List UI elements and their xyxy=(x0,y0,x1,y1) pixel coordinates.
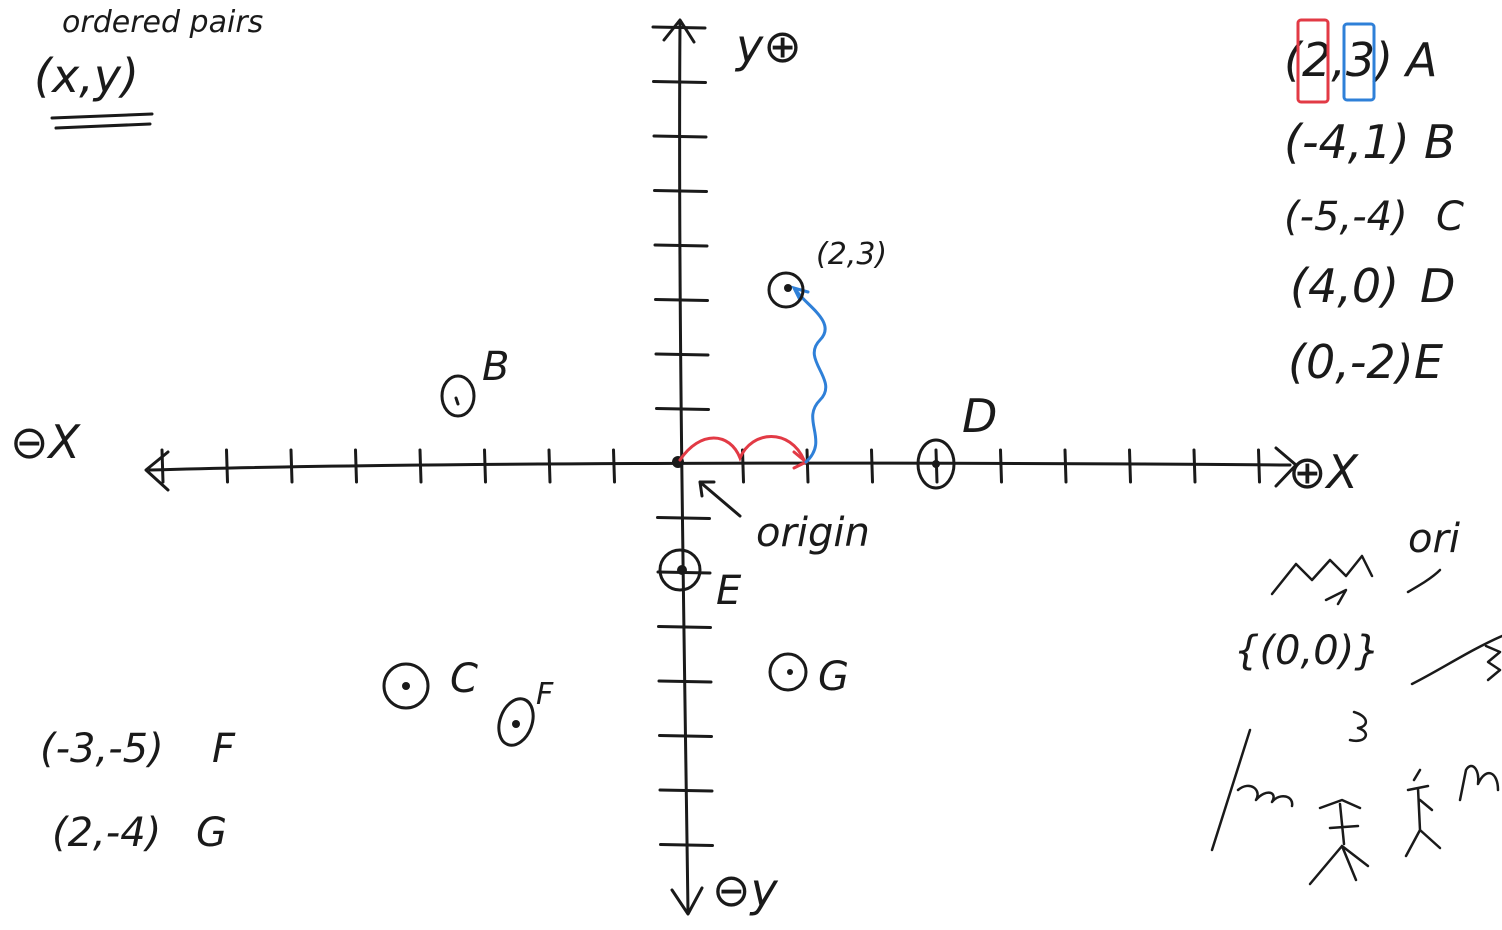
y-tick xyxy=(657,679,713,684)
x-tick xyxy=(160,448,165,484)
y-axis-ticks xyxy=(651,25,714,847)
x-tick xyxy=(612,448,616,484)
y-axis xyxy=(651,18,714,916)
x-tick xyxy=(354,448,358,484)
x-axis xyxy=(144,446,1298,492)
x-tick xyxy=(870,448,874,484)
point-g-label: G xyxy=(818,654,849,700)
m-scribble xyxy=(1458,764,1500,802)
ori-note: ori xyxy=(1408,516,1460,562)
point-b-label: B xyxy=(482,344,509,390)
point-g xyxy=(768,652,808,692)
point-c-label: C xyxy=(450,656,478,702)
pair-f-coords: (-3,-5) xyxy=(40,726,164,772)
pair-d-name: D xyxy=(1420,259,1455,313)
y-tick xyxy=(653,243,709,248)
point-a-label: (2,3) xyxy=(816,237,887,272)
positive-x-label: ⊕X xyxy=(1288,445,1360,499)
x-tick xyxy=(1192,448,1197,484)
positive-y-label: y⊕ xyxy=(734,19,802,73)
lm-scribble xyxy=(1210,728,1294,852)
point-a xyxy=(767,271,805,309)
pair-e-name: E xyxy=(1414,335,1443,389)
xy-heading: (x,y) xyxy=(34,49,139,103)
pair-c-coords: (-5,-4) xyxy=(1284,194,1408,240)
y-tick xyxy=(652,80,707,84)
small-scribble xyxy=(1324,588,1348,606)
point-b xyxy=(440,374,476,418)
x-tick xyxy=(225,448,229,484)
edge-scribble xyxy=(1484,644,1502,682)
pair-e-coords: (0,-2) xyxy=(1288,335,1414,389)
heading-underline xyxy=(50,112,154,130)
origin-label: origin xyxy=(756,510,870,556)
pair-a-coords: (2,3) xyxy=(1284,33,1393,87)
pair-b-coords: (-4,1) xyxy=(1284,115,1410,169)
figure-left-scribble xyxy=(1308,798,1370,886)
y-tick xyxy=(658,788,714,793)
y-axis-bottom-arrow xyxy=(670,886,704,916)
x-tick xyxy=(805,448,810,484)
origin-set-note: {(0,0)} xyxy=(1234,628,1380,674)
x-tick xyxy=(483,448,487,484)
negative-y-label: ⊖y xyxy=(712,863,779,917)
three-scribble xyxy=(1348,710,1368,743)
point-f xyxy=(497,697,535,747)
side-scribbles: ori {(0,0)} xyxy=(1210,516,1502,886)
pair-a-name: A xyxy=(1403,33,1437,87)
x-tick xyxy=(1128,448,1132,484)
y-tick xyxy=(656,516,711,520)
x-highlight-box xyxy=(1296,18,1330,104)
origin-pointer-arrow xyxy=(698,480,742,518)
x-tick xyxy=(289,448,294,484)
x-tick xyxy=(1063,448,1068,484)
y-tick xyxy=(657,625,712,629)
y-move-arrow xyxy=(794,288,828,464)
x-tick xyxy=(1257,448,1261,484)
y-highlight-box xyxy=(1342,22,1376,102)
point-f-label: F xyxy=(536,677,554,712)
pair-f-name: F xyxy=(212,726,236,772)
x-tick xyxy=(999,448,1003,484)
y-tick xyxy=(654,352,710,357)
pair-b-name: B xyxy=(1424,115,1456,169)
y-tick xyxy=(658,734,713,738)
point-d-label: D xyxy=(962,389,997,443)
x-axis-right-arrow xyxy=(1274,446,1298,488)
y-tick xyxy=(654,298,709,302)
pointer-line xyxy=(1410,634,1502,686)
point-c xyxy=(382,662,430,710)
point-e xyxy=(658,548,702,592)
y-tick xyxy=(659,843,714,847)
figure-right-scribble xyxy=(1404,768,1442,858)
pairs-list: (2,3) A (-4,1) B (-5,-4) C (4,0) D (0,-2… xyxy=(1284,18,1464,389)
x-axis-left-arrow xyxy=(144,450,170,492)
point-e-label: E xyxy=(716,568,742,614)
pair-g-coords: (2,-4) xyxy=(52,810,161,856)
negative-x-label: ⊖X xyxy=(10,415,82,469)
x-tick xyxy=(547,448,552,484)
pair-c-name: C xyxy=(1436,194,1464,240)
ori-underline xyxy=(1406,568,1442,594)
y-axis-top-arrow xyxy=(662,18,696,44)
point-d xyxy=(916,438,956,490)
pairs-list-bottom: (-3,-5) F (2,-4) G xyxy=(40,726,236,856)
pair-d-coords: (4,0) xyxy=(1290,259,1399,313)
ordered-pairs-heading: ordered pairs xyxy=(62,5,263,40)
crown-scribble xyxy=(1270,554,1374,596)
y-tick xyxy=(655,407,710,411)
pair-g-name: G xyxy=(196,810,227,856)
x-move-arrow xyxy=(678,435,806,462)
y-tick xyxy=(652,134,708,139)
y-tick xyxy=(653,189,708,193)
x-tick xyxy=(418,448,423,484)
y-tick xyxy=(651,25,707,30)
